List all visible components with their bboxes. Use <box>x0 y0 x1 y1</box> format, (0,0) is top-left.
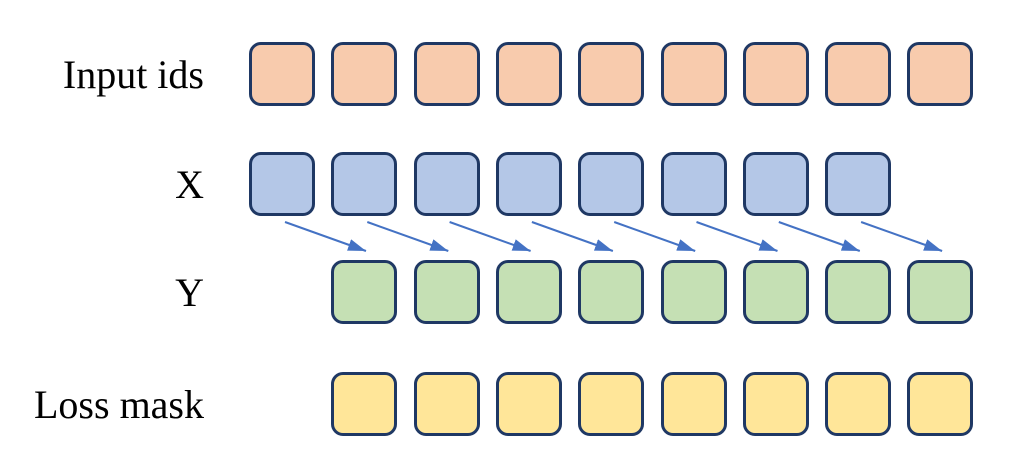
shift-arrow <box>449 221 531 252</box>
row-label-x: X <box>175 161 204 207</box>
x-cell <box>414 152 480 216</box>
y-cell <box>331 260 397 324</box>
loss-mask-cell <box>578 372 644 436</box>
loss-mask-cell <box>331 372 397 436</box>
row-label-loss-mask: Loss mask <box>34 381 204 427</box>
shift-arrow <box>613 221 696 252</box>
loss-mask-cell <box>743 372 809 436</box>
y-cell <box>414 260 480 324</box>
shift-arrow <box>860 221 943 252</box>
y-cell <box>743 260 809 324</box>
shift-arrow <box>696 221 778 252</box>
x-cell <box>578 152 644 216</box>
y-cell <box>578 260 644 324</box>
shift-arrow <box>778 221 861 252</box>
shift-arrow <box>284 221 367 252</box>
x-cell <box>331 152 397 216</box>
y-cell <box>661 260 727 324</box>
input-ids-cell <box>743 42 809 106</box>
input-ids-cell <box>331 42 397 106</box>
x-cell <box>249 152 315 216</box>
y-cell <box>825 260 891 324</box>
input-ids-cell <box>661 42 727 106</box>
x-cell <box>661 152 727 216</box>
shift-arrow <box>366 221 449 252</box>
input-ids-cell <box>907 42 973 106</box>
shift-arrow <box>531 221 614 252</box>
loss-mask-cell <box>661 372 727 436</box>
x-cell <box>743 152 809 216</box>
y-cell <box>496 260 562 324</box>
loss-mask-cell <box>496 372 562 436</box>
loss-mask-cell <box>907 372 973 436</box>
input-ids-cell <box>414 42 480 106</box>
loss-mask-cell <box>825 372 891 436</box>
input-ids-cell <box>825 42 891 106</box>
input-ids-cell <box>496 42 562 106</box>
row-label-y: Y <box>175 269 204 315</box>
input-ids-cell <box>249 42 315 106</box>
loss-mask-cell <box>414 372 480 436</box>
x-cell <box>825 152 891 216</box>
input-ids-cell <box>578 42 644 106</box>
x-cell <box>496 152 562 216</box>
row-label-input-ids: Input ids <box>62 51 204 97</box>
y-cell <box>907 260 973 324</box>
